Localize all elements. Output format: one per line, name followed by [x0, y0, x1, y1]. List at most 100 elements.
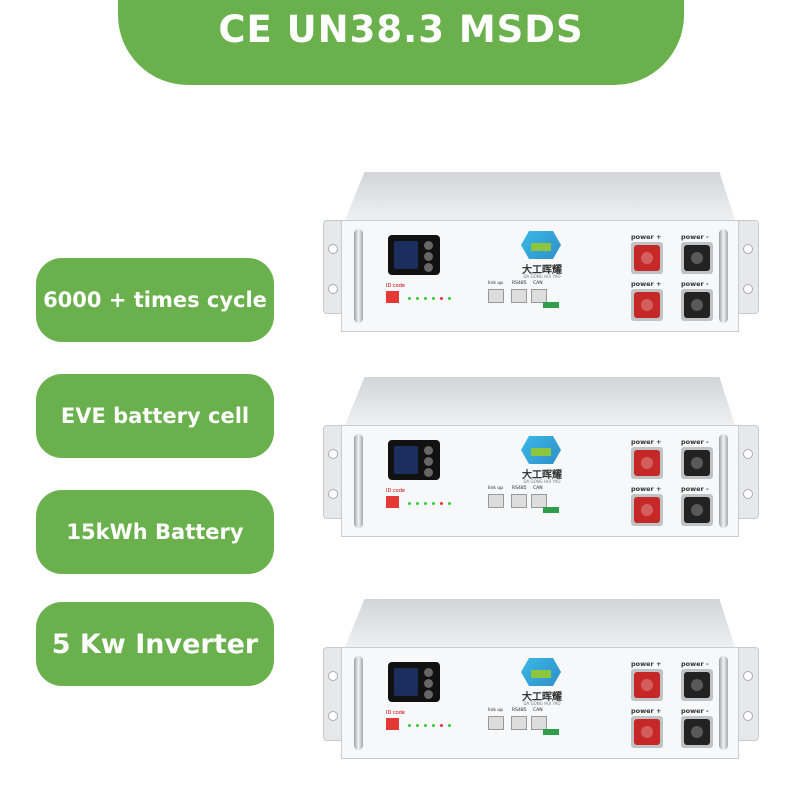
- handle[interactable]: [354, 434, 363, 528]
- negative-terminal[interactable]: [684, 672, 710, 698]
- power-plus-label: power +: [631, 707, 662, 715]
- run-led: [448, 297, 451, 300]
- handle[interactable]: [719, 434, 728, 528]
- positive-terminal[interactable]: [634, 450, 660, 476]
- certification-banner: CE UN38.3 MSDS: [118, 0, 684, 85]
- alarm-led: [440, 502, 443, 505]
- rj45-port[interactable]: [531, 289, 547, 303]
- screen-button[interactable]: [424, 690, 433, 699]
- negative-terminal[interactable]: [684, 497, 710, 523]
- power-minus-label: power -: [681, 485, 709, 493]
- rj45-port[interactable]: [531, 494, 547, 508]
- status-led: [432, 502, 435, 505]
- rj45-port[interactable]: [511, 716, 527, 730]
- mount-hole: [743, 244, 753, 254]
- rj45-port[interactable]: [531, 716, 547, 730]
- power-plus-label: power +: [631, 660, 662, 668]
- handle[interactable]: [719, 656, 728, 750]
- power-minus-label: power -: [681, 660, 709, 668]
- screen-button[interactable]: [424, 252, 433, 261]
- status-led: [424, 724, 427, 727]
- positive-terminal[interactable]: [634, 497, 660, 523]
- handle[interactable]: [719, 229, 728, 323]
- screen-button[interactable]: [424, 457, 433, 466]
- negative-terminal[interactable]: [684, 292, 710, 318]
- status-led: [408, 724, 411, 727]
- battery-module-3: 大工晖耀 DA GONG HUI YAO ID code link up RS4…: [323, 599, 759, 759]
- screen-button[interactable]: [424, 679, 433, 688]
- mount-hole: [328, 284, 338, 294]
- battery-module-2: 大工晖耀 DA GONG HUI YAO ID code link up RS4…: [323, 377, 759, 537]
- mount-hole: [743, 489, 753, 499]
- screen-button[interactable]: [424, 241, 433, 250]
- brand-name-en: DA GONG HUI YAO: [523, 479, 561, 484]
- alarm-led: [440, 724, 443, 727]
- lcd: [394, 241, 418, 269]
- module-top: [345, 599, 735, 647]
- feature-pill-cycle: 6000 + times cycle: [36, 258, 274, 342]
- brand-logo-icon: [521, 658, 561, 686]
- feature-label: 5 Kw Inverter: [51, 628, 259, 660]
- feature-pill-cell: EVE battery cell: [36, 374, 274, 458]
- port-label: RS485: [512, 486, 527, 491]
- display-screen: [388, 440, 440, 480]
- feature-label: 15kWh Battery: [66, 520, 244, 544]
- positive-terminal[interactable]: [634, 719, 660, 745]
- screen-button[interactable]: [424, 668, 433, 677]
- status-led: [408, 297, 411, 300]
- power-plus-label: power +: [631, 280, 662, 288]
- dry-contact-connector[interactable]: [543, 507, 559, 513]
- id-code-switch[interactable]: [386, 718, 399, 730]
- status-leds: [408, 297, 451, 300]
- rj45-port[interactable]: [488, 289, 504, 303]
- display-screen: [388, 662, 440, 702]
- status-led: [424, 297, 427, 300]
- port-label: link up: [488, 486, 504, 491]
- display-screen: [388, 235, 440, 275]
- port-label: RS485: [512, 281, 527, 286]
- positive-terminal[interactable]: [634, 672, 660, 698]
- port-label: link up: [488, 281, 504, 286]
- screen-button[interactable]: [424, 446, 433, 455]
- negative-terminal[interactable]: [684, 719, 710, 745]
- positive-terminal[interactable]: [634, 292, 660, 318]
- brand-name-cn: 大工晖耀: [522, 692, 562, 703]
- handle[interactable]: [354, 229, 363, 323]
- mount-hole: [328, 489, 338, 499]
- rj45-port[interactable]: [511, 289, 527, 303]
- brand-name-en: DA GONG HUI YAO: [523, 701, 561, 706]
- status-led: [416, 724, 419, 727]
- power-minus-label: power -: [681, 707, 709, 715]
- brand-name-cn: 大工晖耀: [522, 265, 562, 276]
- id-code-switch[interactable]: [386, 291, 399, 303]
- handle[interactable]: [354, 656, 363, 750]
- positive-terminal[interactable]: [634, 245, 660, 271]
- power-minus-label: power -: [681, 438, 709, 446]
- feature-label: 6000 + times cycle: [43, 288, 267, 312]
- screen-button[interactable]: [424, 468, 433, 477]
- rj45-port[interactable]: [488, 716, 504, 730]
- battery-module-1: 大工晖耀 DA GONG HUI YAO ID code link up RS4…: [323, 172, 759, 332]
- feature-pill-inverter: 5 Kw Inverter: [36, 602, 274, 686]
- mount-hole: [328, 711, 338, 721]
- dry-contact-connector[interactable]: [543, 302, 559, 308]
- port-label: CAN: [533, 708, 543, 713]
- status-led: [432, 297, 435, 300]
- status-leds: [408, 502, 451, 505]
- status-led: [424, 502, 427, 505]
- port-label: CAN: [533, 486, 543, 491]
- negative-terminal[interactable]: [684, 450, 710, 476]
- brand-logo-icon: [521, 231, 561, 259]
- negative-terminal[interactable]: [684, 245, 710, 271]
- id-code-switch[interactable]: [386, 496, 399, 508]
- mount-hole: [743, 284, 753, 294]
- screen-button[interactable]: [424, 263, 433, 272]
- front-panel: 大工晖耀 DA GONG HUI YAO ID code link up RS4…: [341, 647, 739, 759]
- rj45-port[interactable]: [488, 494, 504, 508]
- id-code-label: ID code: [386, 283, 405, 289]
- dry-contact-connector[interactable]: [543, 729, 559, 735]
- status-led: [416, 502, 419, 505]
- brand-logo-icon: [521, 436, 561, 464]
- rj45-port[interactable]: [511, 494, 527, 508]
- mount-hole: [328, 449, 338, 459]
